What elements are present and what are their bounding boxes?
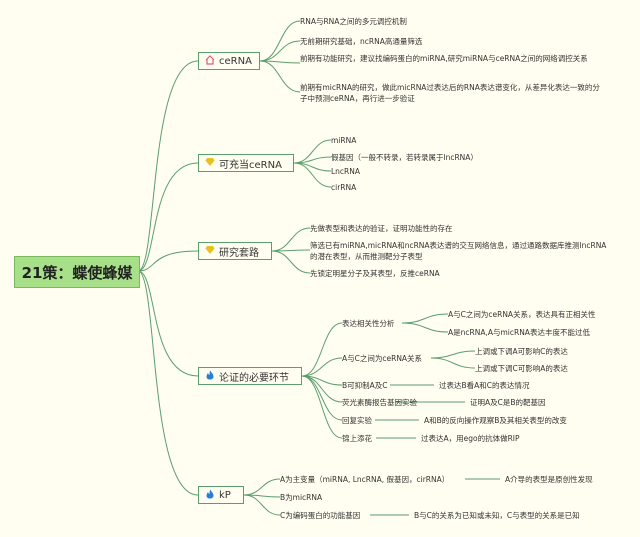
leaf-item: LncRNA <box>331 167 361 176</box>
leaf-subitem: 过表达B看A和C的表达情况 <box>439 381 530 390</box>
leaf-subitem: 上调或下调A可影响C的表达 <box>475 347 568 356</box>
branch-leaf-connector <box>301 375 343 421</box>
branch-kp[interactable]: kP <box>198 486 244 504</box>
leaf-item: A为主变量（miRNA, LncRNA, 假基因，cirRNA） <box>280 475 450 484</box>
root-node[interactable]: 21策：蝶使蜂媒 <box>14 256 140 288</box>
root-branch-connector <box>137 250 199 272</box>
branch-label: 研究套路 <box>219 247 259 259</box>
branch-leaf-connector <box>271 250 311 274</box>
branch-leaf-connector <box>293 162 332 188</box>
branch-cerna[interactable]: ceRNA <box>198 52 260 70</box>
leaf-item: 回复实验 <box>342 416 372 425</box>
branch-leaf-connector <box>259 60 301 93</box>
branch-leaf-connector <box>259 40 301 62</box>
leaf-subitem: 过表达A，用ego的抗体做RIP <box>421 434 520 443</box>
leaf-subitem: A介导的表型是原创性发现 <box>505 475 593 484</box>
leaf-subitem: A是ncRNA,A与micRNA表达丰度不能过低 <box>448 328 590 337</box>
leaf-item: RNA与RNA之间的多元调控机制 <box>300 17 407 26</box>
leaf-item: 表达相关性分析 <box>342 319 395 328</box>
leaf-item: cirRNA <box>331 183 357 192</box>
branch-leaf-connector <box>271 227 311 252</box>
root-branch-connector <box>137 60 199 272</box>
branch-label: ceRNA <box>219 55 252 67</box>
flame-icon <box>205 489 215 502</box>
leaf-item: 先锁定明星分子及其表型，反推ceRNA <box>310 269 440 278</box>
leaf-item: miRNA <box>331 136 357 145</box>
branch-leaf-connector <box>293 139 332 164</box>
branch-leaf-connector <box>259 60 301 64</box>
leaf-item: 锦上添花 <box>342 434 372 443</box>
leaf-item: 前期有micRNA的研究，做此micRNA过表达后的RNA表达谱变化，从差异化表… <box>300 83 600 103</box>
root-branch-connector <box>137 162 199 272</box>
leaf-item: 荧光素酶报告基因实验 <box>342 398 417 407</box>
root-label: 21策：蝶使蜂媒 <box>21 263 133 282</box>
branch-label: kP <box>219 489 231 501</box>
branch-necessary-steps[interactable]: 论证的必要环节 <box>198 367 302 385</box>
leaf-subitem: 上调或下调C可影响A的表达 <box>475 364 568 373</box>
leaf-item: 筛选已有miRNA,micRNA和ncRNA表达谱的交互网络信息，通过通路数据库… <box>310 241 607 261</box>
branch-can-act-as-cerna[interactable]: 可充当ceRNA <box>198 154 294 172</box>
leaf-item: 前期有功能研究，建议找编码蛋白的miRNA,研究miRNA与ceRNA之间的网络… <box>300 54 588 63</box>
leaf-subleaf-connector <box>430 350 476 359</box>
diamond-icon <box>205 245 215 258</box>
leaf-subitem: B与C的关系为已知或未知，C与表型的关系是已知 <box>414 511 580 520</box>
branch-leaf-connector <box>243 478 281 496</box>
branch-leaf-connector <box>301 357 343 377</box>
root-branch-connector <box>137 270 199 377</box>
leaf-subleaf-connector <box>430 357 476 369</box>
branch-leaf-connector <box>243 494 281 516</box>
leaf-subitem: 证明A及C是B的靶基因 <box>470 398 546 407</box>
leaf-item: B为micRNA <box>280 493 323 502</box>
leaf-item: C为编码蛋白的功能基因 <box>280 511 361 520</box>
branch-research-routine[interactable]: 研究套路 <box>198 242 272 260</box>
branch-leaf-connector <box>301 322 343 377</box>
leaf-item: 无前期研究基础，ncRNA高通量筛选 <box>300 37 423 46</box>
diamond-icon <box>205 157 215 170</box>
branch-leaf-connector <box>301 375 343 439</box>
leaf-item: B可抑制A及C <box>342 381 388 390</box>
leaf-subleaf-connector <box>401 322 449 333</box>
leaf-subitem: A与C之间为ceRNA关系，表达具有正相关性 <box>448 310 596 319</box>
leaf-subitem: A和B的反向操作观察B及其相关表型的改变 <box>424 416 567 425</box>
branch-leaf-connector <box>259 20 301 62</box>
leaf-item: 假基因（一般不转录，若转录属于lncRNA） <box>331 153 478 162</box>
root-branch-connector <box>137 270 199 496</box>
leaf-item: A与C之间为ceRNA关系 <box>342 354 423 363</box>
house-icon <box>205 54 215 68</box>
branch-label: 可充当ceRNA <box>219 159 282 171</box>
leaf-subleaf-connector <box>401 313 449 324</box>
branch-label: 论证的必要环节 <box>219 372 289 384</box>
leaf-item: 先做表型和表达的验证，证明功能性的存在 <box>310 224 453 233</box>
flame-icon <box>205 370 215 383</box>
